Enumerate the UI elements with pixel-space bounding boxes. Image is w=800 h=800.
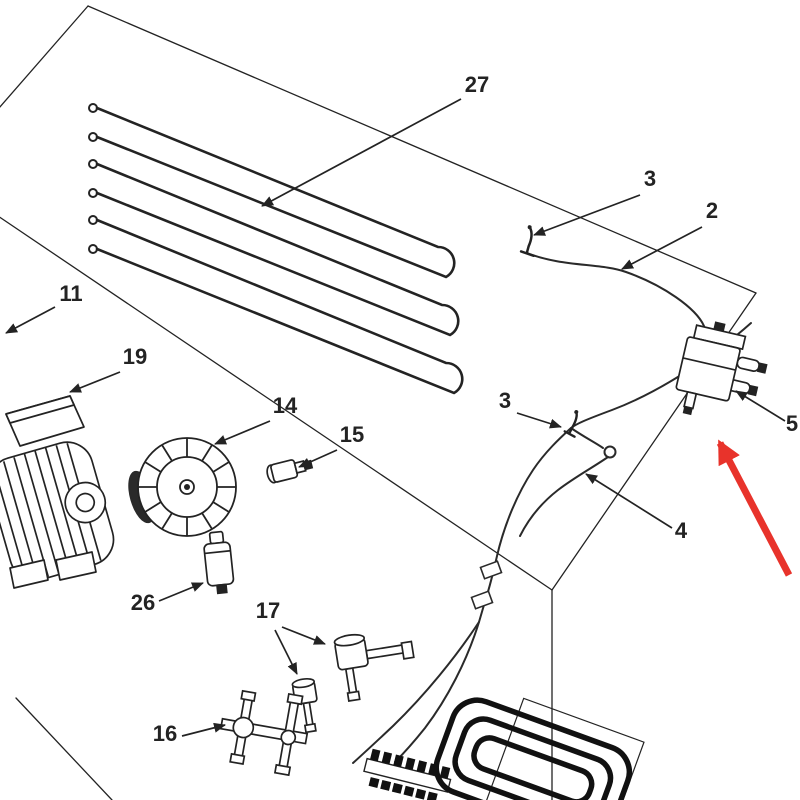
callout-17: 17	[256, 598, 280, 623]
callout-3-top: 3	[644, 166, 656, 191]
harness-main-sweep	[485, 322, 752, 599]
leader-14	[214, 420, 271, 445]
leader-19	[69, 371, 121, 393]
leader-17b	[274, 629, 298, 675]
leader-2	[621, 226, 703, 270]
harness-wire-4	[519, 456, 609, 537]
clip-3-top	[519, 225, 535, 258]
leader-16	[181, 722, 226, 737]
tube-down-right	[394, 597, 487, 763]
ring-connector	[603, 445, 617, 459]
filter-26	[203, 530, 235, 595]
harness-branch	[570, 427, 604, 449]
leader-15	[298, 449, 338, 468]
callout-3-mid: 3	[499, 388, 511, 413]
callout-11: 11	[59, 281, 82, 306]
leader-27	[261, 98, 462, 207]
clip-3-mid	[563, 409, 579, 438]
callout-26: 26	[131, 590, 155, 615]
leader-3-mid	[516, 412, 562, 429]
callout-15: 15	[340, 422, 364, 447]
callout-14: 14	[273, 393, 298, 418]
harness-wire-2	[526, 252, 705, 327]
motor-19	[0, 395, 115, 589]
valve-17a	[333, 633, 415, 703]
leader-26	[158, 582, 204, 602]
callout-16: 16	[153, 721, 177, 746]
leader-5	[735, 390, 786, 422]
heating-element-27	[88, 103, 464, 395]
callout-27: 27	[465, 72, 489, 97]
callout-5: 5	[786, 411, 798, 436]
red-arrow-annotation	[716, 439, 793, 577]
leader-3-top	[533, 194, 641, 236]
terminal-block	[363, 748, 452, 800]
callout-2: 2	[706, 198, 718, 223]
solenoid-valve-5	[675, 321, 768, 416]
tube-coupler-lower	[470, 590, 494, 610]
leader-11	[5, 306, 56, 334]
valve-16	[219, 689, 309, 777]
callout-4: 4	[675, 518, 688, 543]
leader-17a	[281, 626, 326, 645]
callout-19: 19	[123, 344, 147, 369]
callout-labels: 27 3 2 11 19 14 15 3 5 4 26 17 16	[59, 72, 798, 746]
compressor-14	[128, 437, 237, 537]
callout-leaders	[5, 98, 786, 737]
wiring-harness	[352, 252, 752, 764]
tube-coupler-upper	[479, 560, 503, 580]
leader-4	[585, 473, 673, 529]
tube-down-left	[352, 621, 480, 764]
